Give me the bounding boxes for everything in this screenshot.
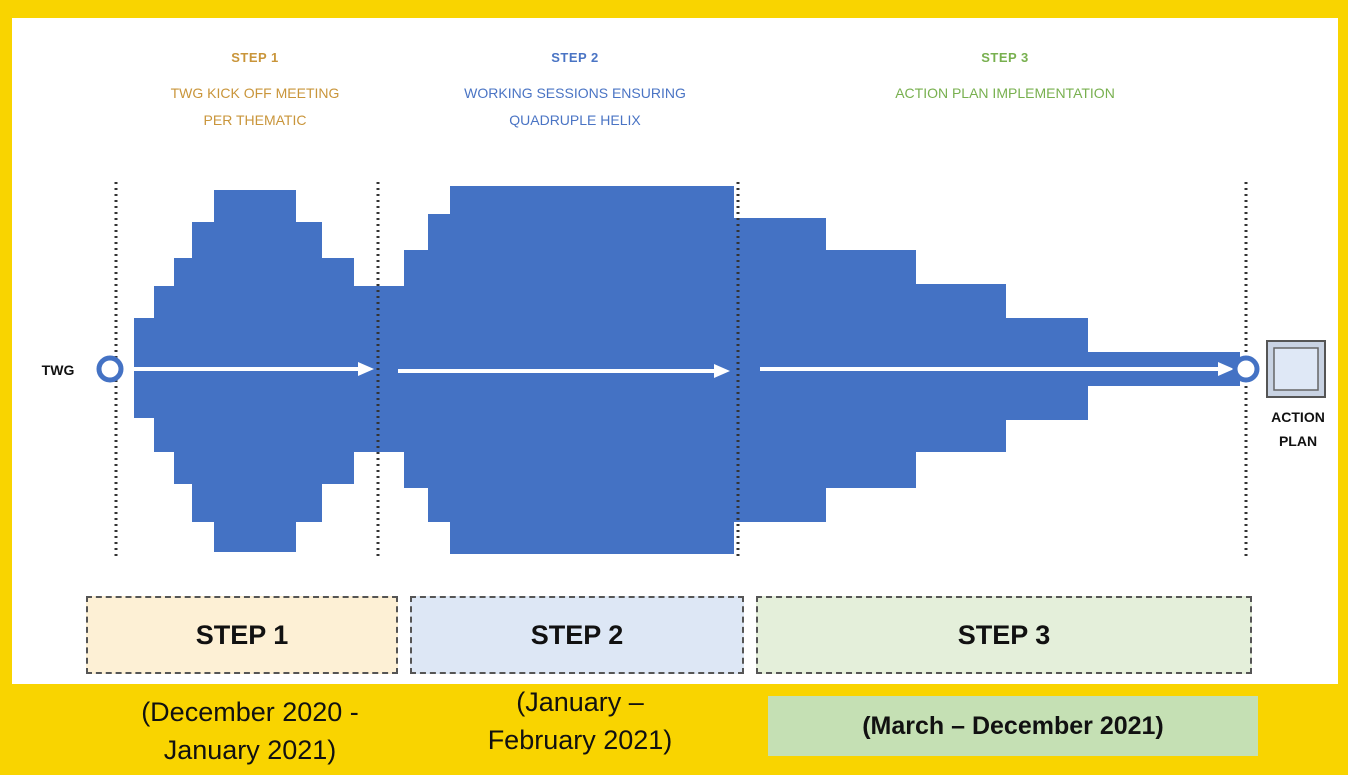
step2-arrow [398, 364, 730, 378]
start-label: TWG [41, 362, 75, 378]
step3-header-title: STEP 3 [981, 50, 1029, 65]
step1-period-line2: January 2021) [163, 735, 337, 765]
step2-header-subtitle-1: WORKING SESSIONS ENSURING [464, 85, 686, 101]
step2-box: STEP 2 [410, 596, 744, 674]
step3-period-line1: (March – December 2021) [862, 712, 1164, 740]
step1-period-line1: (December 2020 - [141, 697, 359, 727]
step1-header-subtitle-1: TWG KICK OFF MEETING [170, 85, 340, 101]
start-node [96, 355, 124, 383]
end-node [1232, 355, 1260, 383]
step1-header-subtitle-2: PER THEMATIC [203, 112, 307, 128]
step1-arrow [134, 362, 374, 376]
step1-header-title: STEP 1 [231, 50, 279, 65]
step2-period-line1: (January – [516, 687, 644, 717]
step2-header-title: STEP 2 [551, 50, 599, 65]
step3-box: STEP 3 [756, 596, 1252, 674]
step3-header-subtitle-1: ACTION PLAN IMPLEMENTATION [895, 85, 1115, 101]
action-plan-icon [1266, 340, 1326, 398]
step2-header-subtitle-2: QUADRUPLE HELIX [509, 112, 641, 128]
step2-period-line2: February 2021) [487, 725, 673, 755]
end-label-line1: ACTION [1271, 409, 1325, 425]
step3-arrow [760, 362, 1234, 376]
end-label-line2: PLAN [1278, 433, 1318, 449]
step1-box: STEP 1 [86, 596, 398, 674]
step3-period-box [768, 696, 1258, 756]
